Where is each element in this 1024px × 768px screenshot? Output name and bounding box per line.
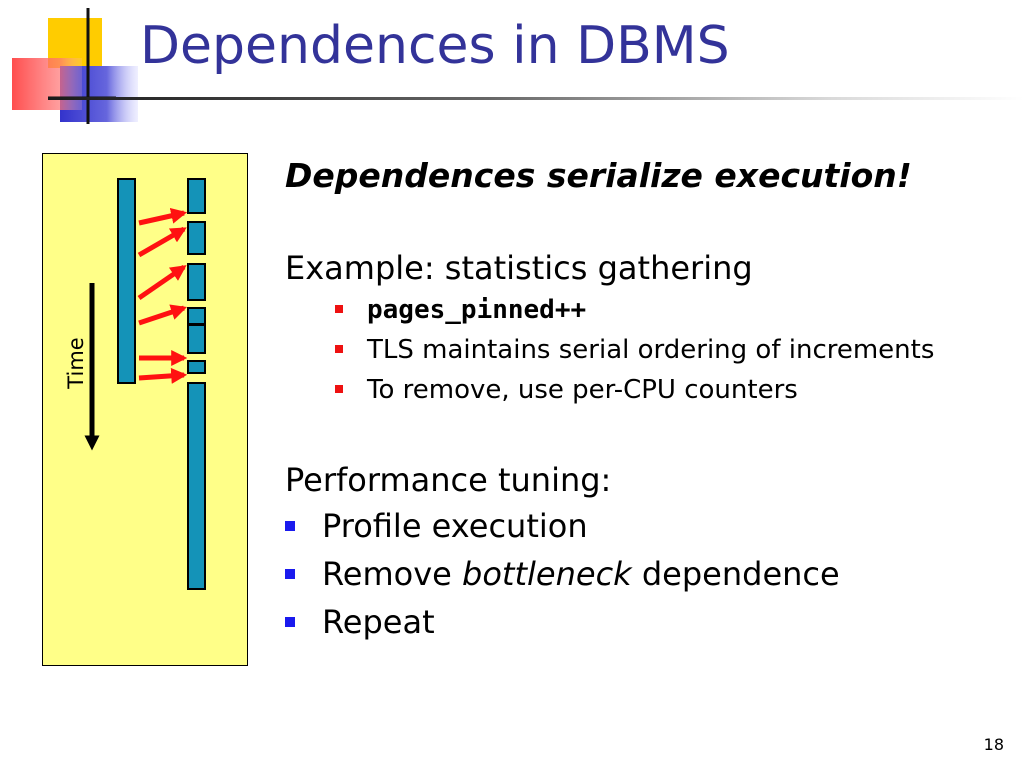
thread-segment	[187, 324, 206, 354]
title-divider	[48, 97, 1024, 100]
list-item: Repeat	[285, 598, 1005, 646]
list-item: Profile execution	[285, 502, 1005, 550]
list-item-text: Profile execution	[322, 507, 588, 545]
code-text: pages_pinned++	[367, 295, 587, 325]
dependence-arrow	[137, 226, 187, 258]
thread-segment	[187, 221, 206, 255]
list-item-text: To remove, use per-CPU counters	[367, 375, 798, 405]
tuning-heading: Performance tuning:	[285, 461, 612, 499]
tuning-list: Profile execution Remove bottleneck depe…	[285, 502, 1005, 646]
list-item: TLS maintains serial ordering of increme…	[335, 334, 1005, 366]
thread-segment	[187, 263, 206, 301]
thread-segment	[187, 382, 206, 590]
dependence-arrow	[138, 304, 188, 326]
thread-segment	[187, 178, 206, 214]
example-list: pages_pinned++ TLS maintains serial orde…	[285, 294, 1005, 406]
page-number: 18	[983, 735, 1004, 754]
list-item: pages_pinned++	[335, 294, 1005, 326]
example-heading: Example: statistics gathering	[285, 249, 753, 287]
list-item-text: dependence	[631, 555, 840, 593]
dependence-diagram: Time	[42, 153, 248, 666]
diagram-panel	[42, 153, 248, 666]
thread-bar-left	[117, 178, 136, 384]
emphasis-text: bottleneck	[462, 555, 632, 593]
list-item-text: Repeat	[322, 603, 435, 641]
dependence-arrow	[138, 207, 188, 226]
slide-logo	[12, 8, 138, 124]
dependence-arrow	[137, 264, 187, 301]
slide-title: Dependences in DBMS	[140, 16, 730, 76]
list-item: Remove bottleneck dependence	[285, 550, 1005, 598]
square-bullet-icon	[285, 569, 295, 579]
square-bullet-icon	[285, 617, 295, 627]
list-item: To remove, use per-CPU counters	[335, 374, 1005, 406]
list-item-text: Remove	[322, 555, 463, 593]
square-bullet-icon	[335, 345, 343, 353]
thread-segment	[187, 360, 206, 374]
time-label: Time	[64, 337, 88, 389]
list-item-text: TLS maintains serial ordering of increme…	[367, 335, 935, 365]
lead-statement: Dependences serialize execution!	[285, 156, 912, 195]
square-bullet-icon	[335, 385, 343, 393]
square-bullet-icon	[285, 521, 295, 531]
dependence-arrow	[138, 367, 188, 384]
slide-content: Dependences serialize execution! Example…	[285, 156, 1005, 646]
thread-segment	[187, 307, 206, 325]
square-bullet-icon	[335, 305, 343, 313]
